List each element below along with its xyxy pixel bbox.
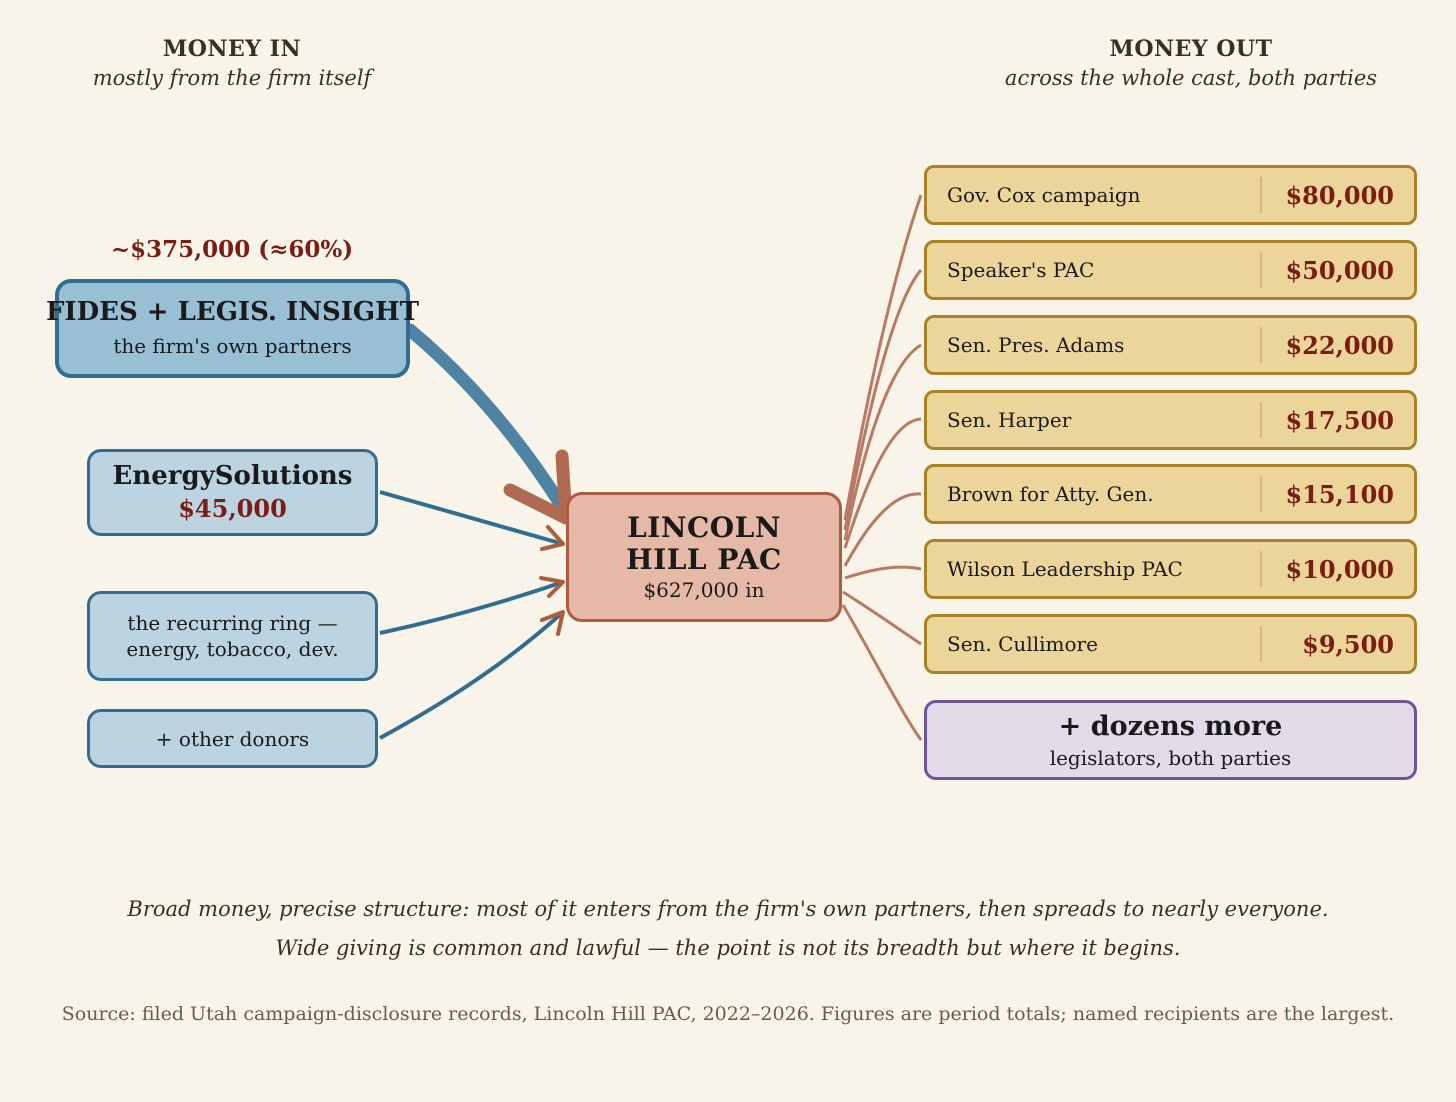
recipient-amount: $9,500 [1302, 629, 1394, 659]
money-out-title: MONEY OUT [1109, 36, 1273, 62]
dozens-more-sub: legislators, both parties [1049, 745, 1292, 770]
recipient-row: Brown for Atty. Gen. $15,100 [924, 464, 1417, 524]
takeaway-line-2: Wide giving is common and lawful — the p… [275, 936, 1181, 960]
recipient-divider [1260, 551, 1262, 587]
dozens-more-title: + dozens more [1058, 710, 1283, 742]
ring-inflow-arrowhead [539, 576, 565, 598]
outflow-line-harper [843, 417, 922, 549]
recipient-row: Wilson Leadership PAC $10,000 [924, 539, 1417, 599]
recipient-amount: $17,500 [1285, 405, 1394, 435]
recipient-divider [1260, 327, 1262, 363]
other-source-label: + other donors [155, 726, 310, 751]
money-in-header: MONEY IN mostly from the firm itself [32, 36, 432, 90]
dozens-more-box: + dozens more legislators, both parties [924, 700, 1417, 780]
ring-source-box: the recurring ring — energy, tobacco, de… [87, 591, 378, 681]
outflow-line-more [841, 604, 923, 741]
energy-inflow-arrowhead [540, 525, 565, 551]
lincoln-hill-pac-hub: LINCOLN HILL PAC $627,000 in [566, 492, 842, 622]
recipient-amount: $15,100 [1285, 479, 1394, 509]
ring-source-line2: energy, tobacco, dev. [126, 637, 339, 661]
recipient-amount: $22,000 [1285, 330, 1394, 360]
recipient-name: Sen. Harper [947, 408, 1072, 432]
recipient-amount: $10,000 [1285, 554, 1394, 584]
takeaway-line-1: Broad money, precise structure: most of … [127, 897, 1329, 921]
outflow-line-brown [843, 492, 922, 567]
recipient-row: Sen. Cullimore $9,500 [924, 614, 1417, 674]
other-inflow-arrow [379, 610, 565, 740]
money-in-title: MONEY IN [162, 36, 302, 62]
energy-source-amount: $45,000 [178, 493, 287, 523]
money-in-subtitle: mostly from the firm itself [92, 66, 372, 90]
recipient-name: Brown for Atty. Gen. [947, 482, 1154, 506]
outflow-line-wilson [844, 565, 922, 580]
main-source-box: FIDES + LEGIS. INSIGHT the firm's own pa… [46, 279, 419, 378]
outflow-line-cullimore [842, 590, 922, 646]
recipient-amount: $50,000 [1285, 255, 1394, 285]
hub-name-line2: HILL PAC [626, 543, 782, 576]
recipient-name: Wilson Leadership PAC [947, 557, 1183, 581]
outflow-line-adams [843, 343, 922, 541]
recipient-row: Gov. Cox campaign $80,000 [924, 165, 1417, 225]
recipient-divider [1260, 402, 1262, 438]
outflow-line-speaker [843, 269, 923, 531]
main-source-amount: ~$375,000 (≈60%) [110, 236, 354, 263]
recipient-name: Sen. Cullimore [947, 632, 1098, 656]
money-out-subtitle: across the whole cast, both parties [1004, 66, 1378, 90]
energy-source-name: EnergySolutions [112, 461, 353, 492]
energy-inflow-arrow [379, 490, 564, 546]
recipient-row: Sen. Harper $17,500 [924, 390, 1417, 450]
ring-source-line1: the recurring ring — [127, 611, 338, 635]
recipient-amount: $80,000 [1285, 180, 1394, 210]
recipient-divider [1260, 476, 1262, 512]
other-inflow-arrowhead [540, 610, 565, 636]
other-source-box: + other donors [87, 709, 378, 768]
recipient-divider [1260, 626, 1262, 662]
main-source-name: FIDES + LEGIS. INSIGHT [45, 296, 420, 327]
recipient-row: Sen. Pres. Adams $22,000 [924, 315, 1417, 375]
recipient-divider [1260, 177, 1262, 213]
recipient-divider [1260, 252, 1262, 288]
energy-source-box: EnergySolutions $45,000 [87, 449, 378, 536]
hub-total: $627,000 in [643, 578, 765, 603]
recipient-name: Speaker's PAC [947, 258, 1095, 282]
takeaway-note: Broad money, precise structure: most of … [0, 890, 1456, 968]
recipient-row: Speaker's PAC $50,000 [924, 240, 1417, 300]
main-inflow-arrow [403, 323, 570, 515]
main-source-sub: the firm's own partners [113, 334, 352, 359]
recipient-name: Gov. Cox campaign [947, 183, 1141, 207]
hub-name-line1: LINCOLN [627, 510, 781, 544]
outflow-line-cox [843, 194, 923, 521]
money-out-header: MONEY OUT across the whole cast, both pa… [971, 36, 1411, 90]
ring-inflow-arrow [379, 580, 564, 635]
recipient-name: Sen. Pres. Adams [947, 333, 1125, 357]
source-note: Source: filed Utah campaign-disclosure r… [61, 1003, 1395, 1025]
